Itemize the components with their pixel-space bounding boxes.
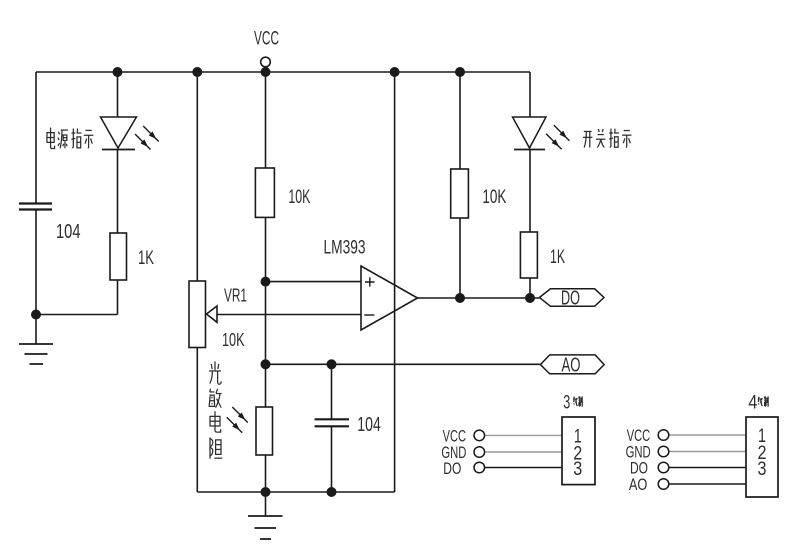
svg-text:3: 3 [758,458,767,480]
svg-text:1: 1 [574,425,582,447]
svg-text:2: 2 [758,442,767,464]
svg-text:10K: 10K [482,187,506,208]
svg-text:DO: DO [561,287,580,309]
svg-text:3: 3 [563,393,570,414]
svg-text:10K: 10K [288,187,310,208]
svg-text:LM393: LM393 [324,237,366,258]
svg-text:GND: GND [626,443,651,462]
svg-text:1: 1 [758,425,766,447]
svg-text:DO: DO [443,459,461,478]
svg-text:1K: 1K [138,247,154,269]
svg-text:3: 3 [573,458,582,480]
svg-text:2: 2 [573,443,582,465]
svg-text:4: 4 [748,393,757,414]
svg-text:VCC: VCC [443,427,467,446]
svg-text:GND: GND [441,443,466,462]
svg-text:1K: 1K [550,246,565,268]
svg-text:VCC: VCC [254,28,279,50]
svg-text:104: 104 [357,413,381,436]
svg-text:DO: DO [630,459,648,478]
svg-text:VR1: VR1 [224,286,247,306]
svg-text:10K: 10K [222,330,245,350]
svg-text:VCC: VCC [627,426,651,445]
svg-text:AO: AO [562,355,581,377]
svg-text:AO: AO [629,475,648,494]
svg-text:104: 104 [56,220,81,243]
